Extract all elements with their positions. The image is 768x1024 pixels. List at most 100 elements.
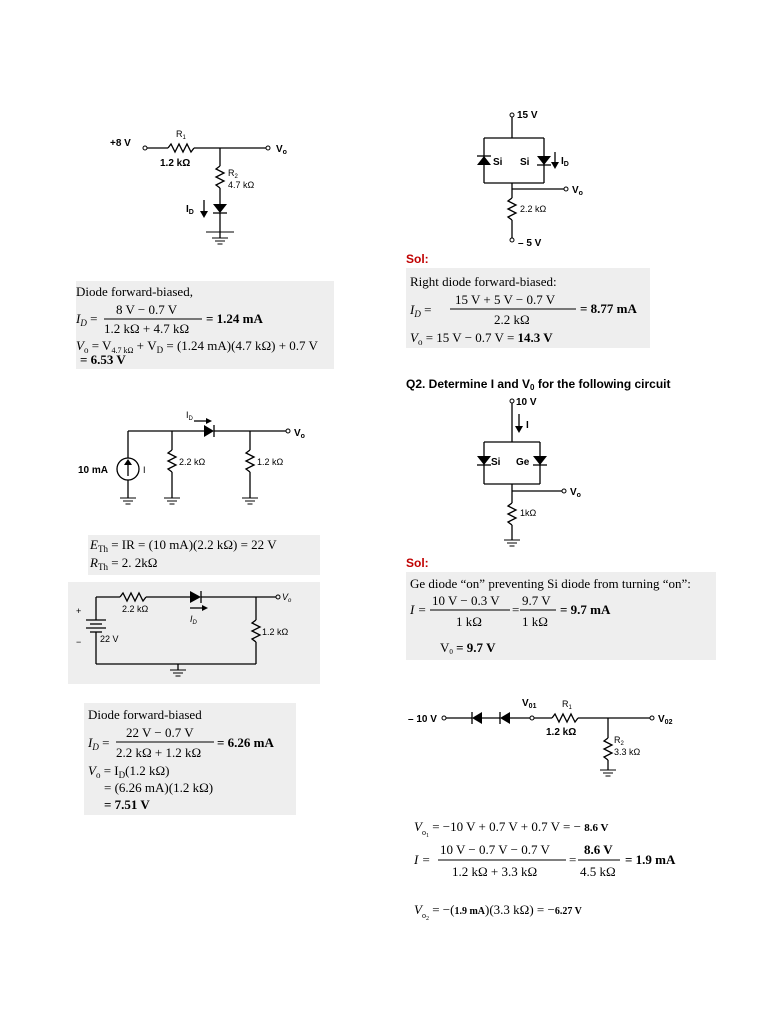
c4-sol-den2: 4.5 kΩ — [580, 864, 616, 879]
c4-sol-line1: Vo1 = −10 V + 0.7 V + 0.7 V = − 8.6 V — [414, 819, 609, 839]
c4-vo1-node — [529, 715, 535, 721]
c3-sol-id: ID = — [87, 735, 109, 752]
c1-r2-resistor — [214, 165, 226, 189]
c4-r2-resistor — [602, 737, 614, 761]
c2-sol-line1: Right diode forward-biased: — [410, 274, 557, 289]
c1-r2-value: 4.7 kΩ — [228, 180, 255, 190]
c3-ground-icon-3 — [241, 497, 259, 505]
c1-sol-id: ID = — [75, 311, 97, 328]
c1-sol-num: 8 V − 0.7 V — [116, 302, 178, 317]
c3-vo-label: Vo — [294, 428, 305, 440]
c3-eth: ETh = IR = (10 mA)(2.2 kΩ) = 22 V — [89, 537, 277, 554]
c3-solution-bg — [84, 703, 296, 815]
c1-output-terminal — [265, 145, 271, 151]
c3-eq-current-arrow-head — [202, 605, 208, 611]
c1-ground-icon — [211, 237, 229, 245]
c1-id-label: ID — [186, 204, 194, 216]
q2-sol-i: I = — [409, 602, 426, 617]
c3-thevenin-text: ETh = IR = (10 mA)(2.2 kΩ) = 22 V RTh = … — [89, 537, 277, 572]
c4-r2-value: 3.3 kΩ — [614, 747, 641, 757]
c4-sol-num2: 8.6 V — [584, 842, 613, 857]
circuit-1: +8 V R1 1.2 kΩ Vo R2 4.7 kΩ ID — [110, 129, 287, 245]
circuit-2: 15 V Si Si ID Vo 2.2 kΩ – 5 V — [477, 110, 583, 249]
c3-output-terminal — [285, 428, 291, 434]
c2-left-diode-icon — [477, 156, 491, 165]
c3-eq-plus: + — [76, 606, 81, 616]
q2-solution-bg — [406, 572, 716, 660]
c2-output-terminal — [563, 186, 569, 192]
q2-resistor — [506, 502, 518, 526]
c1-sol-vo: Vo = V4.7 kΩ + VD = (1.24 mA)(4.7 kΩ) + … — [76, 338, 319, 355]
q2-solution: Ge diode “on” preventing Si diode from t… — [409, 576, 691, 656]
c1-sol-line1: Diode forward-biased, — [76, 284, 193, 299]
c2-solution-bg — [406, 268, 650, 348]
q2-sol-num2: 9.7 V — [522, 593, 551, 608]
c3-sol-final: = 7.51 V — [104, 797, 150, 812]
c3-rth: RTh = 2. 2kΩ — [89, 555, 157, 572]
c2-sol-num: 15 V + 5 V − 0.7 V — [455, 292, 556, 307]
c3-eq-id-label: ID — [190, 614, 198, 626]
c3-isrc-label: 10 mA — [78, 465, 108, 476]
c1-vin-label: +8 V — [110, 138, 131, 149]
c3-r1-label: 2.2 kΩ — [179, 457, 206, 467]
q2-d1-label: Si — [491, 457, 501, 468]
c3-diode-icon — [204, 425, 214, 437]
q2-d2-label: Ge — [516, 457, 530, 468]
c2-sol-vo: Vo = 15 V − 0.7 V = 14.3 V — [410, 330, 553, 347]
c3-eq-r-label: 2.2 kΩ — [122, 604, 149, 614]
q2-current-arrow-head — [515, 426, 523, 433]
q2-r-label: 1kΩ — [520, 508, 537, 518]
c3-id-label: ID — [186, 410, 194, 422]
c2-resistor — [506, 197, 518, 221]
c3-r1-resistor — [166, 449, 178, 473]
c2-sol-id: ID = — [409, 302, 431, 319]
c1-r1-name: R1 — [176, 129, 187, 141]
c4-sol-res: = 1.9 mA — [625, 852, 676, 867]
c3-ground-icon-1 — [119, 497, 137, 505]
c3-eq-r2-resistor — [250, 619, 262, 643]
c3-eq-v-label: 22 V — [100, 634, 119, 644]
q2-sol-den2: 1 kΩ — [522, 614, 548, 629]
c2-solution: Right diode forward-biased: ID = 15 V + … — [409, 274, 637, 347]
c1-r1-value: 1.2 kΩ — [160, 158, 190, 169]
c4-ground-icon — [599, 769, 617, 777]
q2-si-diode-icon — [477, 456, 491, 465]
c1-r1-resistor — [167, 142, 195, 154]
c4-sol-line3: Vo2 = −(1.9 mA)(3.3 kΩ) = −6.27 V — [414, 902, 583, 922]
c1-sol-final: = 6.53 V — [80, 352, 126, 367]
c4-solution: Vo1 = −10 V + 0.7 V + 0.7 V = − 8.6 V I … — [413, 819, 676, 922]
c2-vtop-label: 15 V — [517, 110, 538, 121]
q2-sol-den1: 1 kΩ — [456, 614, 482, 629]
c3-r2-resistor — [244, 449, 256, 473]
circuit-3: 10 mA I 2.2 kΩ Vo ID 1.2 kΩ — [78, 410, 305, 505]
q2-i-label: I — [526, 420, 529, 431]
c1-solution: Diode forward-biased, ID = 8 V − 0.7 V 1… — [75, 284, 319, 367]
c3-r2-label: 1.2 kΩ — [257, 457, 284, 467]
c2-vo-label: Vo — [572, 185, 583, 197]
c2-sol-den: 2.2 kΩ — [494, 312, 530, 327]
c3-source-arrow-head — [124, 459, 132, 465]
c3-i-label: I — [143, 465, 146, 475]
q2-sol-vo: V0 = 9.7 V — [440, 640, 496, 656]
c2-sol-title: Sol: — [406, 252, 429, 266]
c2-right-diode-icon — [537, 156, 551, 165]
c4-sol-i: I = — [413, 852, 430, 867]
c2-d1-label: Si — [493, 157, 503, 168]
c2-sol-res: = 8.77 mA — [580, 301, 637, 316]
circuit-q2: 10 V I Si Ge Vo 1kΩ — [477, 397, 581, 547]
c4-vo2-terminal — [649, 715, 655, 721]
c1-current-arrow-head — [200, 211, 208, 218]
q2-title: Q2. Determine I and V0 for the following… — [406, 377, 671, 392]
c3-thevenin-bg — [88, 535, 320, 575]
c3-eq-output-terminal — [275, 594, 281, 600]
c2-vbot-label: – 5 V — [518, 238, 542, 249]
c3-current-arrow-head — [206, 418, 212, 424]
c3-eq-minus: − — [76, 637, 81, 647]
c4-vin-label: – 10 V — [408, 714, 437, 725]
c4-diode1-icon — [472, 712, 482, 724]
c2-d2-label: Si — [520, 157, 530, 168]
q2-ground-icon — [503, 539, 521, 547]
q2-sol-line1: Ge diode “on” preventing Si diode from t… — [410, 576, 691, 591]
q2-output-terminal — [561, 488, 567, 494]
